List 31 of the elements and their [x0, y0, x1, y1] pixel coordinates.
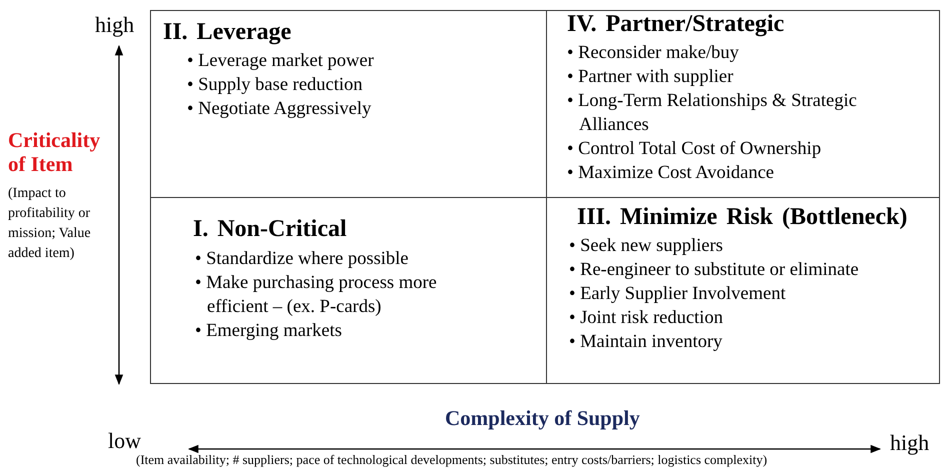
- axis-title: Criticality of Item: [8, 128, 102, 176]
- quadrant-panel: [150, 197, 547, 384]
- axis-title: Complexity of Supply: [445, 406, 640, 430]
- bullet-item: • Joint risk reduction: [569, 307, 724, 330]
- bullet-item: • Maximize Cost Avoidance: [567, 162, 776, 185]
- axis-description: (Impact to profitability or mission; Value added item): [8, 185, 92, 263]
- axis-end-label: low: [108, 428, 141, 454]
- quadrant-heading: I. Non-Critical: [193, 216, 347, 243]
- bullet-item: • Early Supplier Involvement: [569, 283, 787, 306]
- quadrant-heading: III. Minimize Risk (Bottleneck): [577, 204, 908, 231]
- bullet-item: • Negotiate Aggressively: [187, 98, 372, 121]
- bullet-item: • Emerging markets: [195, 320, 343, 343]
- quadrant-heading: II. Leverage: [163, 19, 292, 46]
- bullet-item: • Control Total Cost of Ownership: [567, 138, 822, 161]
- bullet-item: • Maintain inventory: [569, 331, 724, 354]
- bullet-item: • Make purchasing process more efficient – (ex. P-cards): [195, 272, 438, 319]
- quadrant-panel: [546, 197, 940, 384]
- bullet-item: • Reconsider make/buy: [567, 42, 740, 65]
- axis-description: (Item availability; # suppliers; pace of technological developments; substitutes; entry costs/barriers; logistics complexity): [136, 453, 768, 468]
- quadrant-panel: [546, 10, 940, 198]
- axis-end-label: high: [95, 12, 134, 38]
- quadrant-heading: IV. Partner/Strategic: [567, 11, 784, 38]
- bullet-item: • Re-engineer to substitute or eliminate: [569, 259, 860, 282]
- bullet-item: • Long-Term Relationships & Strategic Alliances: [567, 90, 858, 137]
- bullet-item: • Partner with supplier: [567, 66, 734, 89]
- axis-end-label: high: [890, 430, 930, 456]
- bullet-item: • Seek new suppliers: [569, 235, 724, 258]
- bullet-item: • Supply base reduction: [187, 74, 364, 97]
- bullet-item: • Standardize where possible: [195, 248, 410, 271]
- bullet-item: • Leverage market power: [187, 50, 375, 73]
- quadrant-panel: [150, 10, 547, 198]
